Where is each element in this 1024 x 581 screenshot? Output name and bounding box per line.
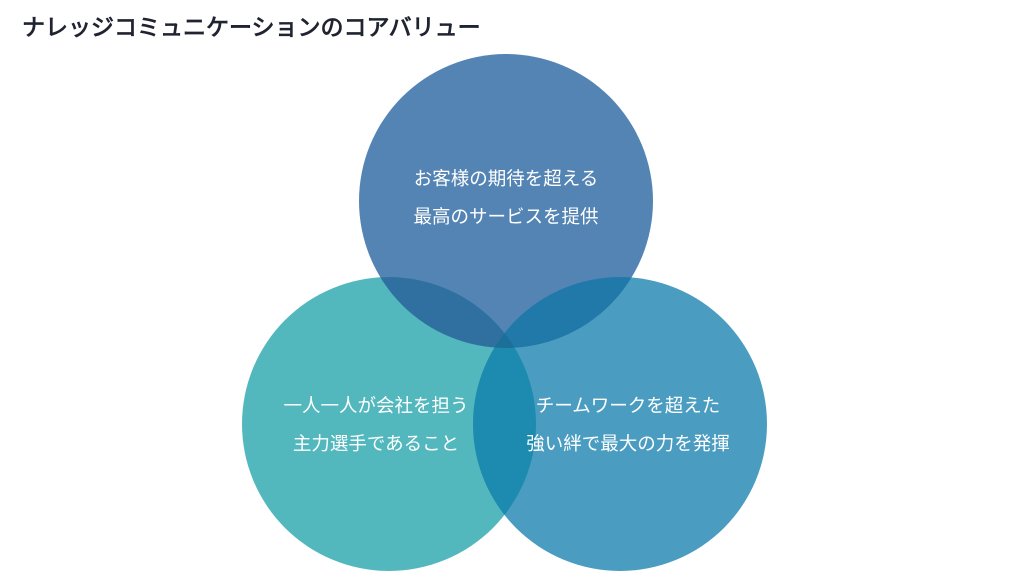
label-line: 一人一人が会社を担う [283,396,469,417]
circle-right [473,277,767,571]
label-line: 主力選手であること [292,434,460,455]
circle-left [242,277,536,571]
page-title: ナレッジコミュニケーションのコアバリュー [22,15,481,41]
label-line: お客様の期待を超える [413,169,599,190]
circle-top [359,54,653,348]
label-line: チームワークを超えた [535,396,721,417]
label-line: 強い絆で最大の力を発揮 [526,434,730,455]
circle-left-label: 一人一人が会社を担う 主力選手であること [226,388,526,464]
circle-right-label: チームワークを超えた 強い絆で最大の力を発揮 [478,388,778,464]
label-line: 最高のサービスを提供 [413,207,599,228]
circle-top-label: お客様の期待を超える 最高のサービスを提供 [356,161,656,237]
